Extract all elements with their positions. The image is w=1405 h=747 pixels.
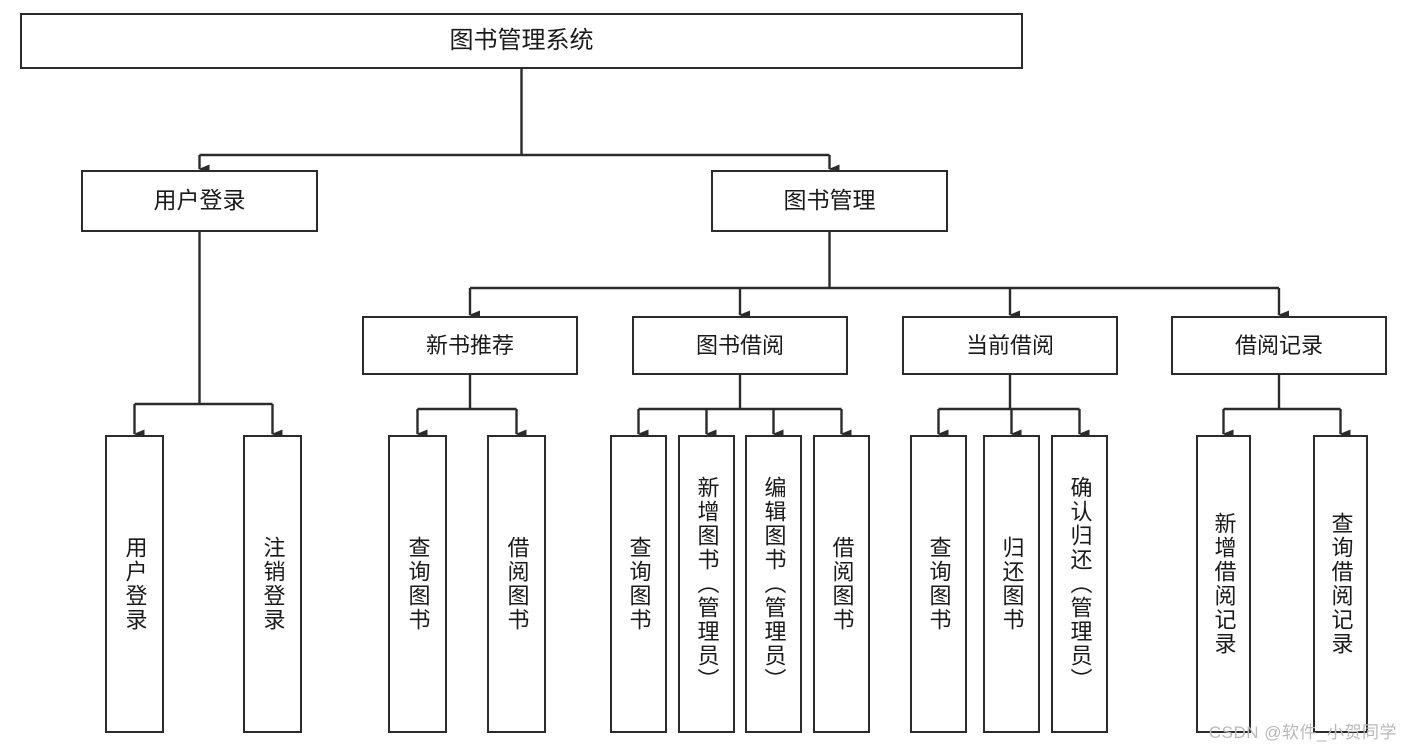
- node-leaf-query-book-cur[interactable]: 查询图书: [910, 435, 967, 733]
- node-current-borrow[interactable]: 当前借阅: [902, 316, 1118, 375]
- node-leaf-add-record[interactable]: 新增借阅记录: [1196, 435, 1251, 733]
- node-book-manage[interactable]: 图书管理: [711, 170, 948, 232]
- node-leaf-query-record[interactable]: 查询借阅记录: [1313, 435, 1368, 733]
- node-label: 当前借阅: [965, 332, 1054, 358]
- node-leaf-edit-book[interactable]: 编辑图书（管理员）: [745, 435, 802, 733]
- node-leaf-query-book-borrow[interactable]: 查询图书: [610, 435, 667, 733]
- node-label: 用户登录: [122, 536, 148, 632]
- node-label: 注销登录: [260, 536, 286, 632]
- node-root-system[interactable]: 图书管理系统: [20, 13, 1023, 69]
- node-label: 新书推荐: [425, 332, 514, 358]
- node-label: 归还图书: [999, 536, 1025, 632]
- node-label: 借阅记录: [1234, 332, 1323, 358]
- node-label: 借阅图书: [829, 536, 855, 632]
- node-leaf-user-login[interactable]: 用户登录: [105, 435, 164, 733]
- node-user-login[interactable]: 用户登录: [81, 170, 318, 232]
- csdn-watermark: CSDN @软件_小贺同学: [1208, 723, 1397, 742]
- node-label: 图书管理: [783, 187, 876, 214]
- node-label: 确认归还（管理员）: [1067, 476, 1093, 692]
- node-label: 借阅图书: [504, 536, 530, 632]
- node-book-borrow[interactable]: 图书借阅: [632, 316, 848, 375]
- node-label: 查询借阅记录: [1328, 512, 1354, 656]
- node-label: 图书管理系统: [449, 26, 594, 54]
- node-label: 查询图书: [926, 536, 952, 632]
- edges-group: [133, 69, 1351, 439]
- node-label: 新增借阅记录: [1211, 512, 1237, 656]
- node-label: 新增图书（管理员）: [694, 476, 720, 692]
- node-leaf-query-book-rec[interactable]: 查询图书: [388, 435, 447, 733]
- node-label: 查询图书: [405, 536, 431, 632]
- node-borrow-record[interactable]: 借阅记录: [1171, 316, 1387, 375]
- node-label: 查询图书: [626, 536, 652, 632]
- node-label: 用户登录: [153, 187, 246, 214]
- node-leaf-borrow-book[interactable]: 借阅图书: [813, 435, 870, 733]
- node-leaf-borrow-book-rec[interactable]: 借阅图书: [487, 435, 546, 733]
- node-leaf-confirm-return[interactable]: 确认归还（管理员）: [1051, 435, 1108, 733]
- node-leaf-user-logout[interactable]: 注销登录: [243, 435, 302, 733]
- node-label: 图书借阅: [695, 332, 784, 358]
- node-leaf-return-book[interactable]: 归还图书: [983, 435, 1040, 733]
- node-label: 编辑图书（管理员）: [761, 476, 787, 692]
- node-new-book-rec[interactable]: 新书推荐: [362, 316, 578, 375]
- node-leaf-add-book[interactable]: 新增图书（管理员）: [678, 435, 735, 733]
